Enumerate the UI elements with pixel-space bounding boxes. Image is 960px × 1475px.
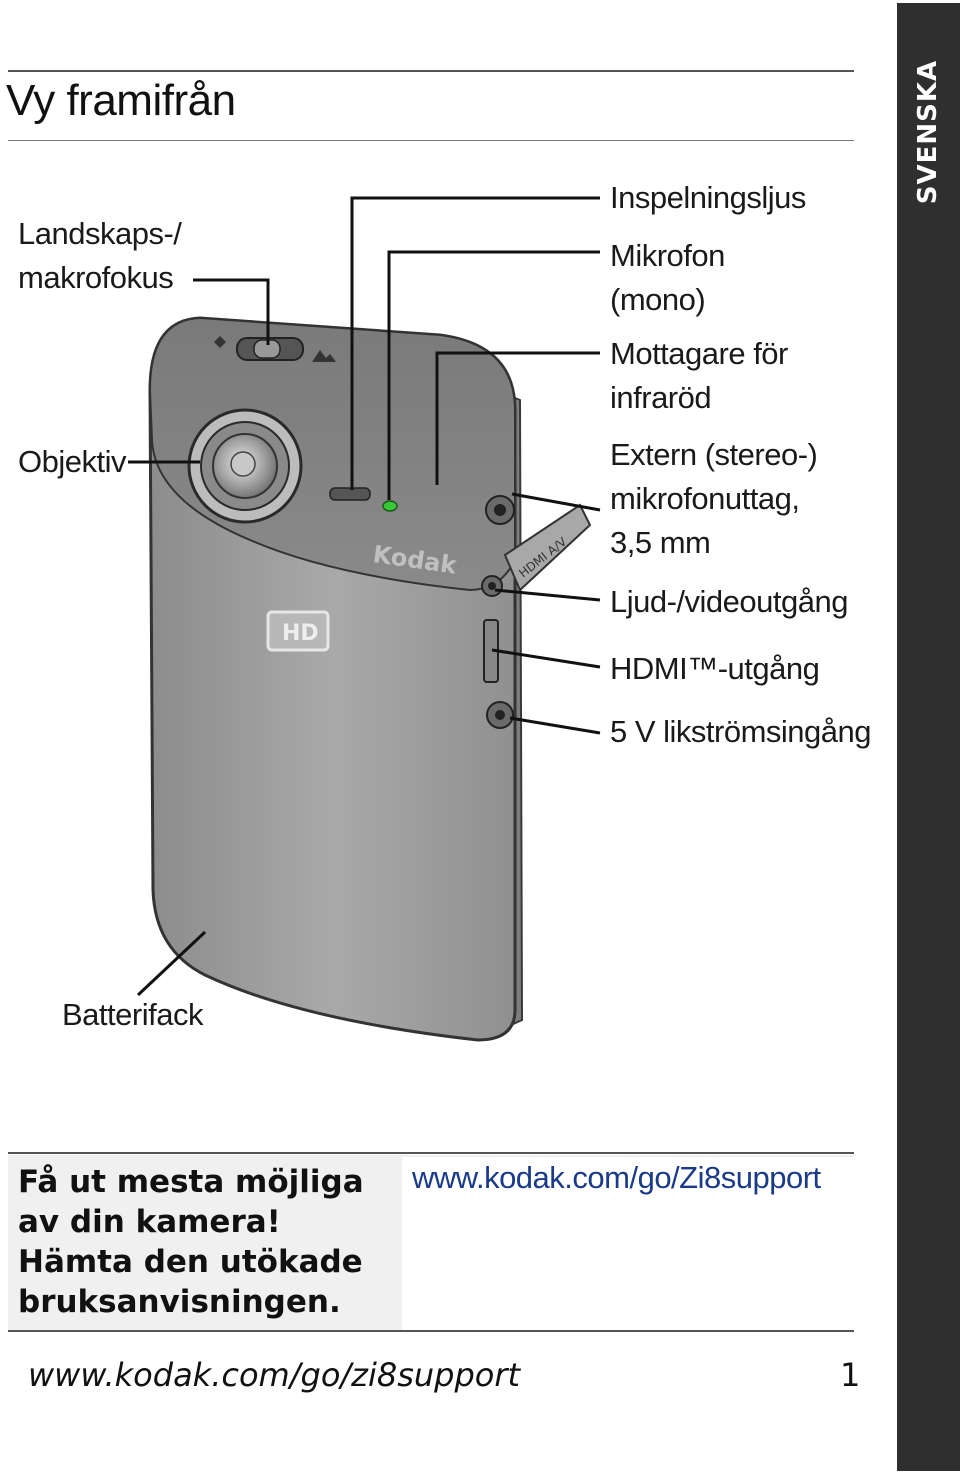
callout-landscape-macro: Landskaps-/ makrofokus	[18, 212, 181, 300]
callout-ir-receiver: Mottagare för infraröd	[610, 332, 788, 420]
download-message: Få ut mesta möjliga av din kamera! Hämta…	[18, 1162, 364, 1322]
language-label: SVENSKA	[913, 60, 943, 204]
page-number: 1	[840, 1356, 860, 1394]
leader-dc-in	[510, 718, 600, 733]
recording-light	[330, 488, 370, 500]
callout-dc-in: 5 V likströmsingång	[610, 710, 871, 754]
callout-battery: Batterifack	[62, 993, 203, 1037]
callout-recording-light: Inspelningsljus	[610, 176, 806, 220]
language-side-tab	[897, 3, 960, 1471]
lens-center	[231, 452, 255, 476]
footer-url[interactable]: www.kodak.com/go/zi8support	[28, 1356, 520, 1394]
callout-hdmi-out: HDMI™-utgång	[610, 647, 819, 691]
callout-lens: Objektiv	[18, 440, 126, 484]
callout-ext-mic: Extern (stereo-) mikrofonuttag, 3,5 mm	[610, 433, 817, 565]
box-top-rule	[8, 1152, 854, 1154]
callout-microphone: Mikrofon (mono)	[610, 234, 725, 322]
status-led	[383, 501, 397, 511]
box-bottom-rule	[8, 1330, 854, 1332]
leader-ext-mic	[512, 494, 600, 510]
callout-av-out: Ljud-/videoutgång	[610, 580, 848, 624]
support-link[interactable]: www.kodak.com/go/Zi8support	[412, 1160, 821, 1196]
camera-illustration: Kodak HD HDMI A/V	[0, 0, 897, 1150]
hd-badge-text: HD	[282, 621, 319, 646]
